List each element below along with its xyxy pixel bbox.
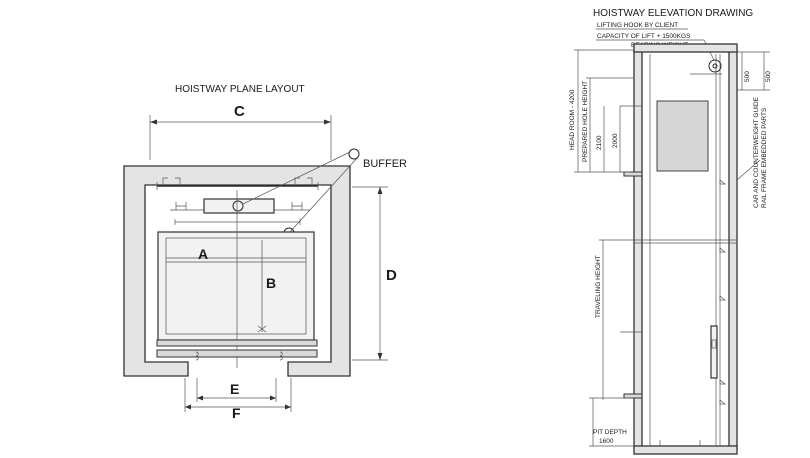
label-b: B bbox=[266, 275, 276, 291]
prepared-hole-label: PREPARED HOLE HEIGHT bbox=[582, 81, 589, 162]
label-f: F bbox=[232, 405, 241, 421]
dim-500-a: 500 bbox=[744, 71, 751, 82]
shaft-wall-left bbox=[633, 49, 643, 449]
dim-2000: 2000 bbox=[612, 133, 619, 148]
capacity-label-1: CAPACITY OF LIFT + 1500KGS bbox=[597, 33, 691, 40]
shaft-wall-right bbox=[728, 49, 738, 449]
label-d: D bbox=[386, 267, 397, 284]
label-a: A bbox=[198, 246, 208, 262]
rail-label-1: CAR AND COUNTERWEIGHT GUIDE bbox=[753, 96, 760, 208]
car-sill bbox=[156, 339, 318, 347]
counterweight bbox=[710, 325, 718, 379]
rail-brackets bbox=[719, 179, 726, 405]
pit-depth-label-2: 1600 bbox=[599, 438, 614, 445]
shaft-top bbox=[633, 43, 738, 53]
traveling-height-label: TRAVELING HEIGHT bbox=[595, 255, 602, 318]
dimension-d: D bbox=[352, 186, 397, 361]
counterweight-assembly bbox=[156, 177, 319, 225]
plan-title: HOISTWAY PLANE LAYOUT bbox=[175, 84, 305, 95]
traction-machine-icon bbox=[708, 59, 722, 73]
buffer-callout: BUFFER bbox=[242, 148, 407, 239]
label-e: E bbox=[230, 381, 239, 397]
lifting-hook-label: LIFTING HOOK BY CLIENT bbox=[597, 22, 678, 29]
buffer-label: BUFFER bbox=[363, 158, 407, 170]
elevation-title: HOISTWAY ELEVATION DRAWING bbox=[593, 8, 753, 19]
label-c: C bbox=[234, 103, 245, 120]
dim-2100: 2100 bbox=[596, 135, 603, 150]
rail-label-2: RAIL FRAME EMBEDDED PARTS bbox=[761, 107, 768, 208]
pit-depth-label-1: PIT DEPTH bbox=[593, 429, 627, 436]
landing-sill bbox=[156, 349, 318, 358]
pit-floor bbox=[633, 445, 738, 455]
head-room-label: HEAD ROOM - 4200 bbox=[569, 89, 576, 150]
car-outline bbox=[157, 231, 315, 341]
dimension-e-f: E F bbox=[184, 378, 292, 421]
cabin-top-position bbox=[656, 100, 709, 172]
dimension-c: C bbox=[149, 103, 332, 160]
hoistway-wall bbox=[123, 165, 351, 377]
dim-500-b: 500 bbox=[765, 71, 772, 82]
buffer-circle-upper bbox=[232, 200, 244, 212]
hoistway-elevation: HOISTWAY ELEVATION DRAWING LIFTING HOOK … bbox=[569, 8, 772, 455]
hoistway-plan: HOISTWAY PLANE LAYOUT C bbox=[123, 84, 407, 421]
